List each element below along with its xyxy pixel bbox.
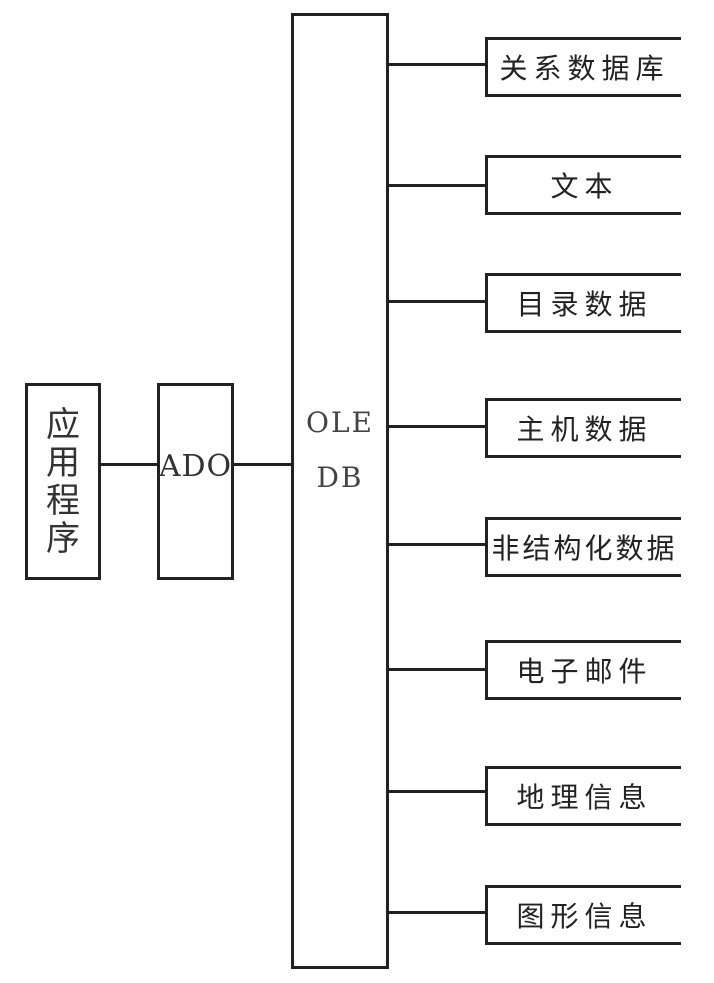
connector-oledb-source-6 [389,668,485,671]
connector-oledb-source-3 [389,300,485,303]
source-label: 主机数据 [516,413,653,446]
connector-oledb-source-2 [389,184,485,187]
ado-label: ADO [158,449,233,484]
connector-oledb-source-1 [389,63,485,66]
connector-oledb-source-5 [389,543,485,546]
oledb-label-line-2: DB [316,461,364,494]
connector-ado-oledb [234,463,291,466]
application-box: 应用程序 [25,383,101,580]
source-label: 电子邮件 [516,655,653,688]
source-box-graphic-info: 图形信息 [485,885,681,945]
source-label: 地理信息 [516,781,653,814]
source-box-email: 电子邮件 [485,640,681,700]
source-box-geographic-info: 地理信息 [485,766,681,826]
connector-oledb-source-7 [389,790,485,793]
connector-oledb-source-8 [389,911,485,914]
connector-oledb-source-4 [389,425,485,428]
source-box-text: 文本 [485,155,681,215]
application-label: 应用程序 [46,404,80,559]
oledb-label-line-1: OLE [306,406,374,439]
oledb-box: OLE DB [291,13,389,969]
source-label: 目录数据 [516,288,653,321]
source-box-relational-database: 关系数据库 [485,37,681,97]
connector-app-ado [101,463,157,466]
ado-box: ADO [157,383,234,580]
source-label: 图形信息 [516,900,653,933]
source-label: 文本 [550,170,619,203]
source-label: 非结构化数据 [491,532,678,565]
source-box-directory-data: 目录数据 [485,273,681,333]
source-label: 关系数据库 [499,52,670,85]
source-box-unstructured-data: 非结构化数据 [485,517,681,577]
source-box-host-data: 主机数据 [485,398,681,458]
